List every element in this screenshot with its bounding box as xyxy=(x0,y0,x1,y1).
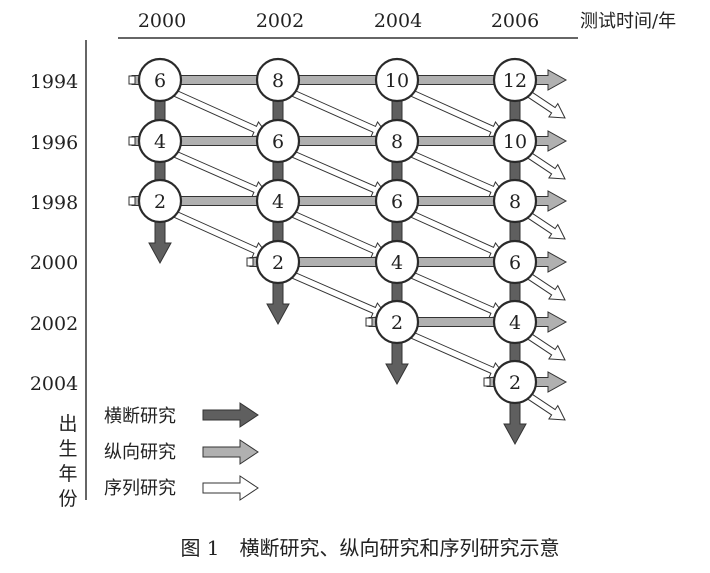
grid-node-circle xyxy=(374,299,420,345)
longitudinal-arrow xyxy=(131,69,568,91)
grid-node-circle xyxy=(255,118,301,164)
row-year-1998: 1998 xyxy=(30,192,78,214)
grid-node-circle xyxy=(374,178,420,224)
birth-year-label-char-1: 出 xyxy=(58,413,77,435)
grid-node-value: 6 xyxy=(509,252,521,274)
header-year-2000: 2000 xyxy=(138,10,186,32)
row-year-1994: 1994 xyxy=(30,71,78,93)
grid-node-circle xyxy=(255,239,301,285)
grid-node-value: 10 xyxy=(503,131,527,153)
grid-node-value: 8 xyxy=(509,191,521,213)
grid-node-circle xyxy=(255,57,301,103)
sequential-arrow xyxy=(284,147,388,198)
sequential-arrow xyxy=(403,147,506,198)
row-start-marker xyxy=(128,196,136,206)
row-start-marker xyxy=(365,317,373,327)
grid-node-circle xyxy=(374,57,420,103)
grid-node-circle xyxy=(492,57,538,103)
grid-node-circle xyxy=(492,299,538,345)
birth-year-label-char-4: 份 xyxy=(58,488,77,510)
sequential-arrow xyxy=(284,207,388,259)
birth-year-label-char-3: 年 xyxy=(58,463,77,485)
grid-node-value: 4 xyxy=(154,131,166,153)
grid-node-value: 6 xyxy=(154,70,166,92)
legend-cross-sectional-arrow xyxy=(202,402,259,428)
grid-node-circle xyxy=(492,118,538,164)
row-start-marker xyxy=(246,257,254,267)
grid-node-value: 8 xyxy=(391,131,403,153)
grid-node-value: 4 xyxy=(509,312,521,334)
grid-node-value: 2 xyxy=(509,372,521,394)
grid-node-value: 4 xyxy=(391,252,403,274)
legend-sequential-label: 序列研究 xyxy=(104,478,176,499)
sequential-arrow xyxy=(284,86,388,138)
row-year-2004: 2004 xyxy=(30,373,78,395)
longitudinal-arrow xyxy=(131,190,568,212)
grid-node-value: 2 xyxy=(154,191,166,213)
grid-node-circle xyxy=(492,359,538,405)
header-year-2002: 2002 xyxy=(256,10,304,32)
grid-node-value: 2 xyxy=(391,312,403,334)
row-year-1996: 1996 xyxy=(30,132,78,154)
longitudinal-arrow xyxy=(131,130,568,152)
legend-longitudinal-arrow xyxy=(202,439,259,465)
row-year-2000: 2000 xyxy=(30,252,78,274)
sequential-arrow xyxy=(166,86,269,138)
legend-sequential-arrow xyxy=(202,475,259,501)
sequential-arrow xyxy=(403,328,506,379)
grid-node-value: 6 xyxy=(391,191,403,213)
header-year-2004: 2004 xyxy=(374,10,422,32)
grid-node-circle xyxy=(255,178,301,224)
row-start-marker xyxy=(128,136,136,146)
cross-sectional-arrow xyxy=(148,79,172,265)
birth-year-label-char-2: 生 xyxy=(58,438,77,460)
sequential-arrow xyxy=(403,86,506,138)
grid-node-circle xyxy=(492,239,538,285)
row-year-2002: 2002 xyxy=(30,313,78,335)
sequential-arrow xyxy=(403,268,506,319)
figure-caption: 图 1 横断研究、纵向研究和序列研究示意 xyxy=(180,536,559,560)
legend-longitudinal-label: 纵向研究 xyxy=(104,442,176,463)
grid-node-value: 8 xyxy=(272,70,284,92)
grid-node-circle xyxy=(374,239,420,285)
grid-node-circle xyxy=(137,178,183,224)
grid-node-circle xyxy=(137,57,183,103)
legend-cross-sectional-label: 横断研究 xyxy=(104,406,176,427)
grid-node-value: 6 xyxy=(272,131,284,153)
grid-node-circle xyxy=(492,178,538,224)
sequential-arrow xyxy=(166,207,269,259)
row-start-marker xyxy=(483,377,491,387)
grid-node-value: 12 xyxy=(503,70,527,92)
grid-node-value: 4 xyxy=(272,191,284,213)
grid-node-circle xyxy=(374,118,420,164)
grid-node-value: 2 xyxy=(272,252,284,274)
sequential-arrow xyxy=(284,268,388,319)
grid-node-circle xyxy=(137,118,183,164)
nodes-layer: 6 8 10 12 4 6 8 10 2 4 6 8 2 4 6 2 4 2 xyxy=(137,57,538,405)
sequential-arrow xyxy=(403,207,506,259)
header-year-2006: 2006 xyxy=(491,10,539,32)
row-start-marker xyxy=(128,75,136,85)
test-time-axis-label: 测试时间/年 xyxy=(580,11,676,32)
grid-node-value: 10 xyxy=(385,70,409,92)
sequential-arrow xyxy=(166,147,269,198)
